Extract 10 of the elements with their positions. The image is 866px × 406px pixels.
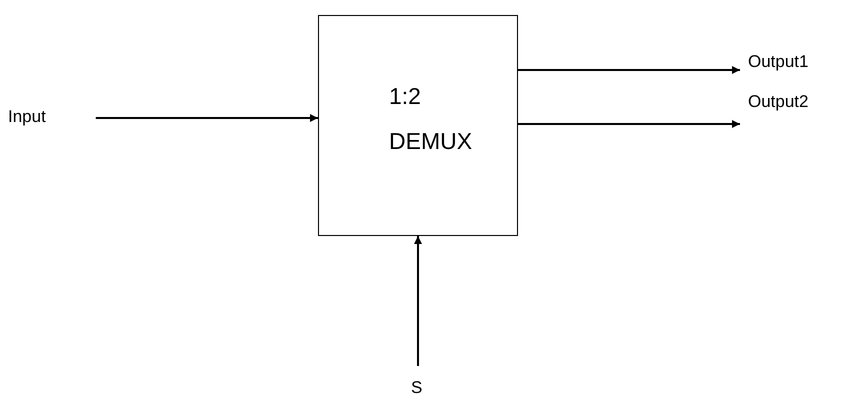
arrow bbox=[414, 236, 422, 366]
arrow bbox=[96, 114, 318, 122]
arrow bbox=[518, 120, 740, 128]
select-label: S bbox=[411, 378, 422, 398]
demux-block bbox=[318, 15, 518, 236]
block-label: 1:2 DEMUX bbox=[389, 82, 469, 156]
input-label: Input bbox=[8, 107, 46, 127]
output-label: Output1 bbox=[748, 52, 808, 72]
output-label: Output2 bbox=[748, 92, 808, 112]
arrow bbox=[518, 66, 740, 74]
